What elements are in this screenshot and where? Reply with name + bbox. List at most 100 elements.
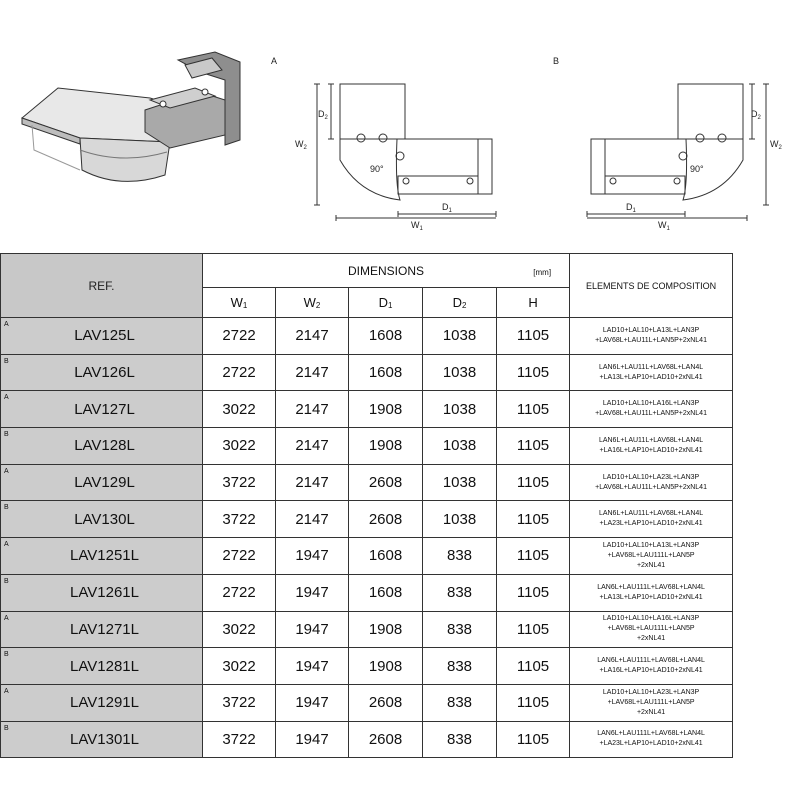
drawings-svg: A B W2 D2 90° D1 W1 W2 D2 90° D1 W1 <box>20 51 783 232</box>
variant-b-label: B <box>553 56 559 66</box>
composition-cell: LAD10+LAL10+LA16L+LAN3P +LAV68L+LAU111L+… <box>569 610 734 649</box>
w2-cell: 1947 <box>275 573 349 612</box>
ref-cell: B LAV1261L <box>0 573 203 612</box>
ref-code: LAV1301L <box>70 730 139 748</box>
w2-cell: 2147 <box>275 427 349 465</box>
h-cell: 1105 <box>495 427 571 465</box>
w2-cell: 2147 <box>275 500 349 539</box>
variant-a-label: A <box>271 56 277 66</box>
w2-cell: 1947 <box>275 610 349 649</box>
ref-code: LAV1261L <box>70 584 139 602</box>
h-cell: 1105 <box>495 390 571 429</box>
w1-cell: 3722 <box>202 463 276 502</box>
d2-cell: 1038 <box>422 353 497 392</box>
variant-marker: A <box>4 614 9 622</box>
d1-cell: 2608 <box>348 500 423 539</box>
w2-cell: 2147 <box>275 317 349 355</box>
variant-marker: B <box>4 577 9 585</box>
d1-cell: 2608 <box>348 463 423 502</box>
d2-cell: 838 <box>422 647 497 685</box>
b-angle-label: 90° <box>690 164 704 174</box>
ref-code: LAV1251L <box>70 547 139 565</box>
composition-cell: LAD10+LAL10+LA13L+LAN3P +LAV68L+LAU111L+… <box>569 537 734 575</box>
b-w2-label: W2 <box>770 139 783 151</box>
composition-cell: LAD10+LAL10+LA23L+LAN3P +LAV68L+LAU111L+… <box>569 683 734 722</box>
composition-cell: LAN6L+LAU11L+LAV68L+LAN4L +LA16L+LAP10+L… <box>569 427 734 465</box>
a-d2-label: D2 <box>318 109 329 121</box>
column-header: W1 <box>202 287 276 318</box>
d2-cell: 838 <box>422 610 497 649</box>
d1-cell: 1908 <box>348 427 423 465</box>
d2-cell: 838 <box>422 537 497 575</box>
w1-cell: 3022 <box>202 647 276 685</box>
column-header: D1 <box>348 287 423 318</box>
desk-3d-illustration <box>20 51 241 182</box>
composition-cell: LAN6L+LAU11L+LAV68L+LAN4L +LA13L+LAP10+L… <box>569 353 734 392</box>
d1-cell: 1608 <box>348 573 423 612</box>
column-header: H <box>495 287 571 318</box>
ref-code: LAV127L <box>74 400 135 418</box>
w1-cell: 2722 <box>202 353 276 392</box>
w1-cell: 2722 <box>202 537 276 575</box>
ref-code: LAV1291L <box>70 694 139 712</box>
a-d1-label: D1 <box>442 202 453 214</box>
w2-cell: 2147 <box>275 390 349 429</box>
composition-cell: LAD10+LAL10+LA16L+LAN3P +LAV68L+LAU11L+L… <box>569 390 734 429</box>
ref-code: LAV130L <box>74 510 135 528</box>
d2-cell: 838 <box>422 720 497 759</box>
w2-cell: 1947 <box>275 537 349 575</box>
composition-cell: LAN6L+LAU11L+LAV68L+LAN4L +LA23L+LAP10+L… <box>569 500 734 539</box>
d2-cell: 838 <box>422 573 497 612</box>
b-d2-label: D2 <box>751 109 762 121</box>
w2-cell: 2147 <box>275 463 349 502</box>
ref-code: LAV126L <box>74 364 135 382</box>
elements-header: ELEMENTS DE COMPOSITION <box>569 253 734 318</box>
variant-marker: B <box>4 651 9 659</box>
dimensions-table: REF. DIMENSIONS [mm] ELEMENTS DE COMPOSI… <box>0 253 734 759</box>
d1-cell: 2608 <box>348 683 423 722</box>
plan-variant-a <box>314 83 497 221</box>
h-cell: 1105 <box>495 647 571 685</box>
ref-cell: B LAV1301L <box>0 720 203 759</box>
technical-drawings: A B W2 D2 90° D1 W1 W2 D2 90° D1 W1 <box>0 0 800 250</box>
a-w2-label: W2 <box>295 139 308 151</box>
d2-cell: 1038 <box>422 390 497 429</box>
d1-cell: 1608 <box>348 537 423 575</box>
d2-cell: 1038 <box>422 317 497 355</box>
ref-column-header: REF. <box>0 253 203 318</box>
variant-marker: B <box>4 504 9 512</box>
variant-marker: B <box>4 431 9 439</box>
column-header: D2 <box>422 287 497 318</box>
w1-cell: 2722 <box>202 317 276 355</box>
h-cell: 1105 <box>495 610 571 649</box>
w2-cell: 2147 <box>275 353 349 392</box>
ref-code: LAV1271L <box>70 620 139 638</box>
plan-variant-b <box>586 83 769 221</box>
w1-cell: 3722 <box>202 500 276 539</box>
ref-code: LAV125L <box>74 327 135 345</box>
h-cell: 1105 <box>495 500 571 539</box>
w1-cell: 2722 <box>202 573 276 612</box>
d1-cell: 1608 <box>348 353 423 392</box>
variant-marker: B <box>4 724 9 732</box>
ref-cell: B LAV130L <box>0 500 203 539</box>
column-header: W2 <box>275 287 349 318</box>
w2-cell: 1947 <box>275 683 349 722</box>
d1-cell: 1908 <box>348 390 423 429</box>
b-d1-label: D1 <box>626 202 637 214</box>
b-w1-label: W1 <box>658 220 671 232</box>
